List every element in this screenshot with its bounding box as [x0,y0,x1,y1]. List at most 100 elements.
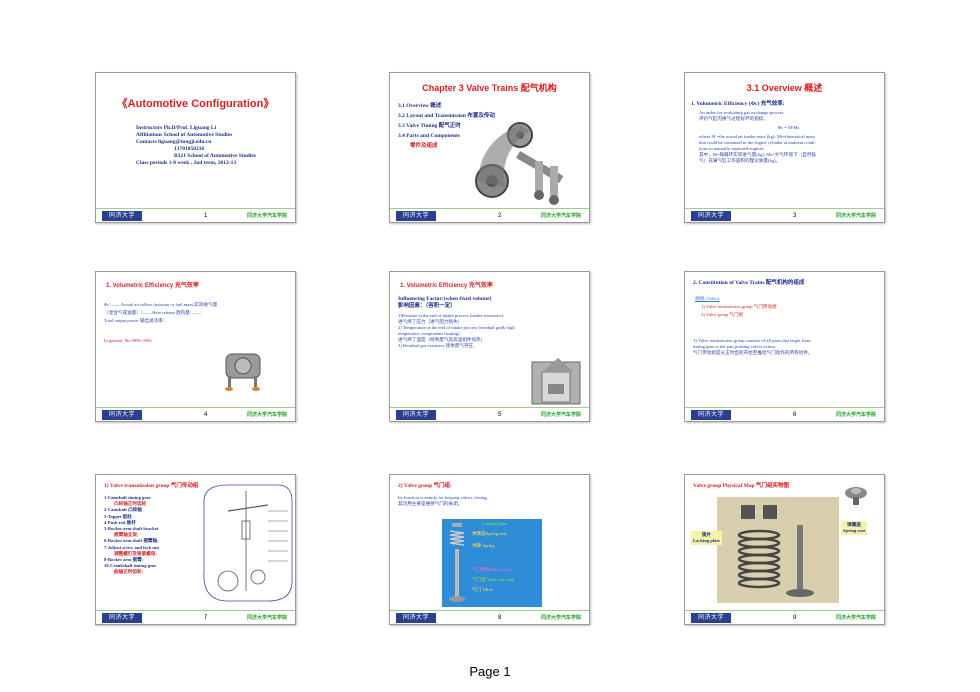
text-line: 气）充满气缸工作容积的理论质量(kg)。 [699,158,781,163]
slide-number: 8 [498,614,502,621]
slide-footer: 同济大学 4 同济大学汽车学院 [96,407,295,421]
text-line: 1) Valve transmission group consists of … [693,338,811,343]
text-line: 评价气缸内换气过程好坏的指标。 [699,116,768,121]
slide-5[interactable]: 1. Volumetric Efficiency 充气效率 Influencin… [389,271,590,422]
slide-number: 9 [793,614,797,621]
slide-title: 《Automotive Configuration》 [116,98,275,110]
slide-title: Chapter 3 Valve Trains 配气机构 [422,83,557,93]
text-line: Contacts liguang@tongji.edu.cn [136,139,212,145]
footer-text: 同济大学汽车学院 [540,615,581,621]
text-line: Φc↑——Actual air inflow (mixture or fuel … [104,302,218,307]
text-line: 1)Pressure at the end of intake process … [398,313,504,318]
text-line: temperature components heating) [398,331,460,336]
slide-9[interactable]: Valve group Physical Map 气门组实物图 锁片 Locki… [684,474,885,625]
text-line: B321 School of Automotive Studies [174,153,256,159]
section-subheading: 影响因素：（容积一定） [398,303,456,309]
slide-4[interactable]: 1. Volumetric Efficiency 充气效率 Φc↑——Actua… [95,271,296,422]
part-item: 8-Rocker arm 摇臂; [104,557,144,563]
part-item: 1-Camshaft timing gear [104,495,151,500]
slide-title: 1. Volumetric Efficiency 充气效率 [106,283,199,289]
component-label: 气门座 Valve seat ring [472,577,515,582]
text-line: Total output power 输出总功率↑ [104,318,166,323]
video-link[interactable]: 视频 (Video) [695,296,720,301]
text-line: where M =the actual air intake mass (kg)… [699,134,816,139]
slide-6[interactable]: 2. Constitution of Valve Trains 配气机构的组成 … [684,271,885,422]
part-item: 3-Tappet 挺柱 [104,513,132,519]
university-logo: 同济大学 [396,612,436,623]
toc-item: 3.2 Layout and Transmission 布置及传动 [398,113,495,119]
slide-2[interactable]: Chapter 3 Valve Trains 配气机构 3.1 Overview… [389,72,590,223]
text-line: （混合气或油量）↑——Heat release 放热量↑—— [104,310,202,315]
university-logo: 同济大学 [396,409,436,420]
footer-text: 同济大学汽车学院 [835,213,876,219]
slide-title: 1) Valve transmission group 气门传动组 [104,483,199,489]
text-line: that could be contained in the engine cy… [699,140,817,145]
slide-title: 1. Volumetric Efficiency 充气效率 [400,283,493,289]
slide-1[interactable]: 《Automotive Configuration》 Instructors P… [95,72,296,223]
page-label: Page 1 [469,664,511,679]
section-heading: 1. Volumetric Efficiency (Φc) 充气效率: [691,101,785,107]
text-line: In general, Φc=80%~90% [104,338,153,343]
footer-text: 同济大学汽车学院 [246,213,287,219]
valve-group-photo [717,497,839,603]
part-item: 曲轴正时齿轮; [114,569,144,575]
text-line: Its function is mainly for keeping valve… [398,495,488,500]
part-item: 6-Rocker arm shaft 摇臂轴; [104,538,159,544]
text-line: 进气终了温度（残余废气及高温组件加热） [398,337,486,342]
footer-text: 同济大学汽车学院 [540,412,581,418]
slide-title: 3.1 Overview 概述 [746,83,823,93]
valve-train-image [475,122,564,205]
text-line: Affiliations School of Automotive Studie… [136,132,233,138]
engine-cylinder-image [531,358,581,405]
university-logo: 同济大学 [691,210,731,221]
text-line: An index for evaluating gas exchange pro… [699,110,785,115]
footer-text: 同济大学汽车学院 [246,615,287,621]
toc-item: 3.3 Valve Timing 配气正时 [398,123,461,129]
slide-footer: 同济大学 5 同济大学汽车学院 [390,407,589,421]
part-item: 7-Adjust screw and lock nut [104,544,160,550]
part-item: 调整螺钉及锁紧螺母; [114,550,157,556]
slide-title: 2. Constitution of Valve Trains 配气机构的组成 [693,280,805,286]
component-label: Spring seat [843,528,866,533]
slide-footer: 同济大学 6 同济大学汽车学院 [685,407,884,421]
part-item: 5-Rocker arm shaft bracket [104,526,159,532]
footer-text: 同济大学汽车学院 [835,615,876,621]
text-line: 其中，M=每循环实际进气量(kg); Ms=大气环境下（自然吸 [699,152,817,157]
slide-footer: 同济大学 3 同济大学汽车学院 [685,208,884,222]
text-line: Class periods 1-8 week , 2nd term, 2012-… [136,160,237,166]
part-item: 2-Camshaft 凸轮轴 [104,507,142,513]
slide-number: 6 [793,411,797,418]
slide-number: 7 [204,614,208,621]
university-logo: 同济大学 [102,612,142,623]
footer-text: 同济大学汽车学院 [835,412,876,418]
university-logo: 同济大学 [691,409,731,420]
component-label: 弹簧 Spring [472,543,495,548]
text-line: 3) Residual gas existence 残余废气存在 [398,343,474,348]
component-label: 弹簧座 [847,522,861,527]
slide-8[interactable]: 2) Valve group 气门组: Its function is main… [389,474,590,625]
slide-3[interactable]: 3.1 Overview 概述 1. Volumetric Efficiency… [684,72,885,223]
part-item: 凸轮轴正时齿轮 [114,501,147,507]
slide-footer: 同济大学 1 同济大学汽车学院 [96,208,295,222]
university-logo: 同济大学 [102,210,142,221]
formula: Φc = M/Ms [777,125,800,130]
text-line: timing gear to the part pushing valves a… [693,344,776,349]
slide-number: 3 [793,212,797,219]
slide-footer: 同济大学 2 同济大学汽车学院 [390,208,589,222]
component-label: Locking plate [482,521,508,526]
slide-7[interactable]: 1) Valve transmission group 气门传动组 1-Cams… [95,474,296,625]
text-line: 其功用主要是维持气门的关闭。 [398,501,463,506]
valve-transmission-diagram [203,484,293,602]
text-line: Instructors Ph.D/Prof. Liguang Li [136,125,217,131]
component-label: 气门导管Valve Guide [472,567,514,572]
slide-footer: 同济大学 9 同济大学汽车学院 [685,610,884,624]
text-line: 13701850216 [174,146,205,152]
university-logo: 同济大学 [396,210,436,221]
component-label: 弹簧座Spring seat [472,531,507,536]
component-label: Locking plate [693,538,720,543]
component-label: 气门 Valve [472,587,493,592]
group-item: 2) Valve group 气门组 [701,312,744,317]
group-item: 1) Valve transmission group 气门传动组 [701,304,777,309]
valve-stack-icon [449,523,465,602]
slide-footer: 同济大学 8 同济大学汽车学院 [390,610,589,624]
